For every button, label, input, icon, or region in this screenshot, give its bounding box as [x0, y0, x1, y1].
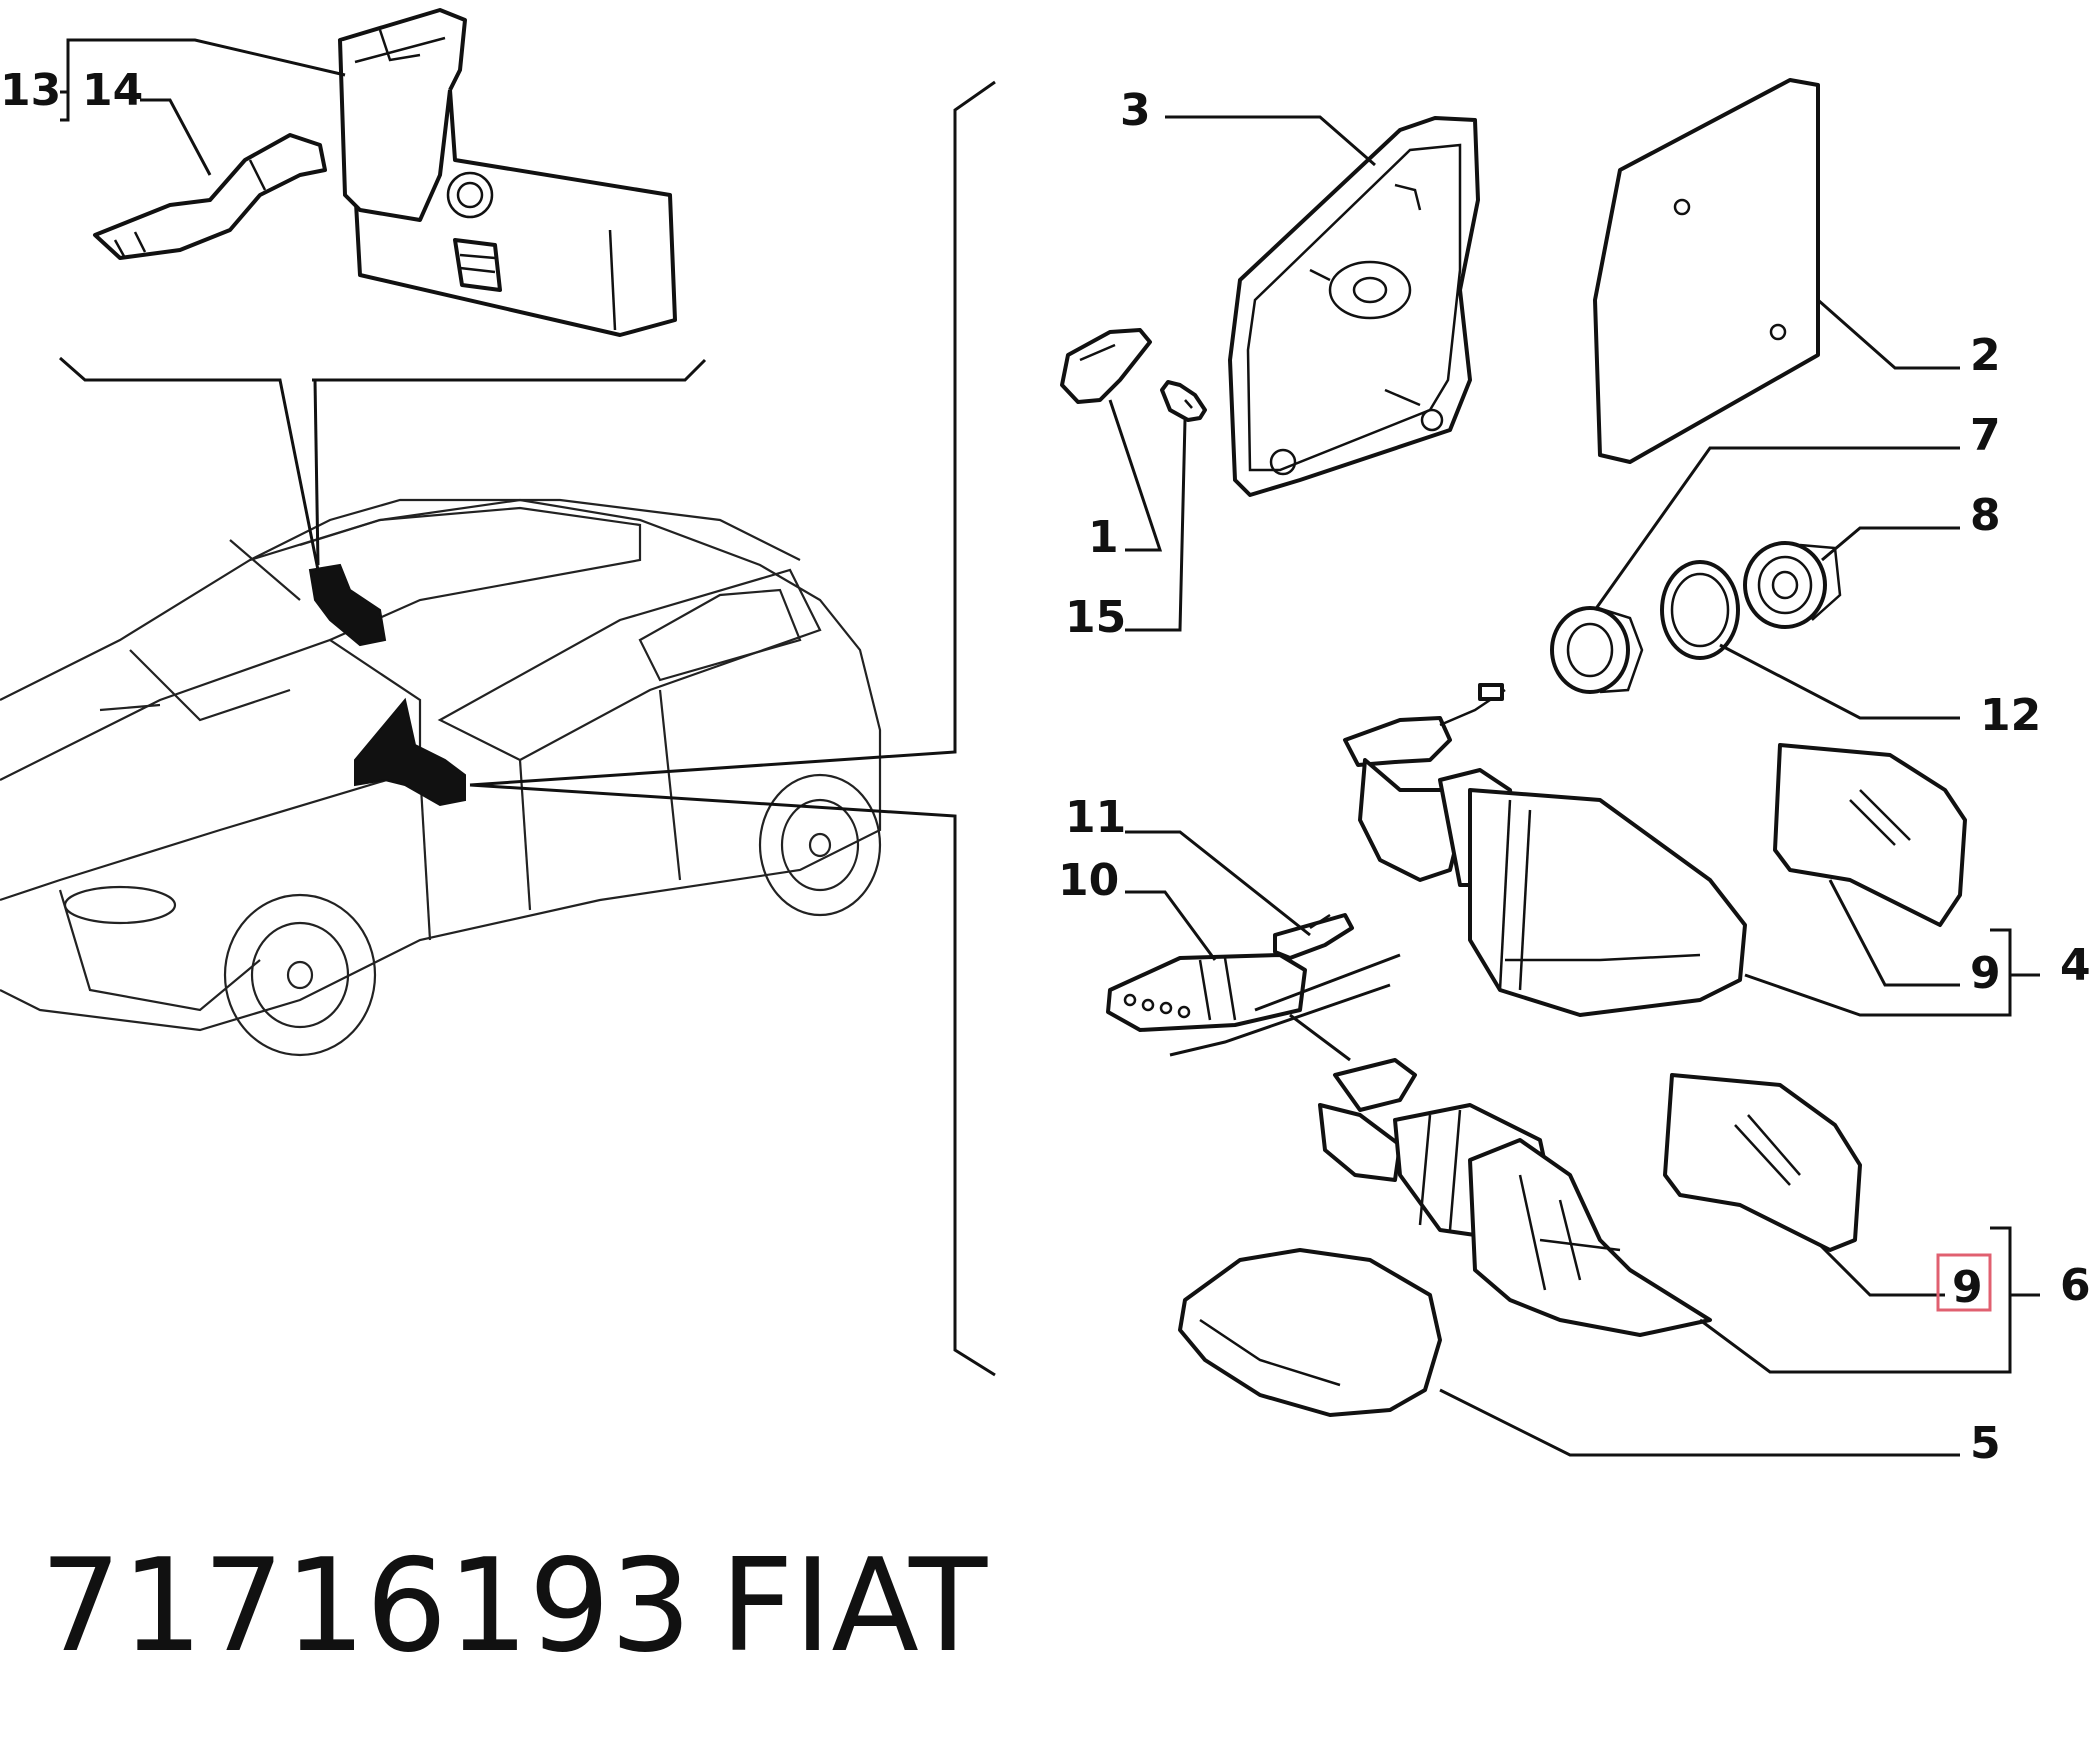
gear-8 [1743, 541, 1842, 629]
callout-13: 13 [0, 65, 61, 116]
callout-11: 11 [1065, 792, 1126, 843]
callout-9-lower: 9 [1952, 1262, 1983, 1313]
callout-12: 12 [1980, 690, 2041, 741]
cap-1 [1060, 328, 1152, 404]
pointer-lines [59, 80, 996, 1377]
callout-1: 1 [1088, 512, 1119, 563]
glass-plate-2 [1593, 78, 1820, 464]
callout-4: 4 [2060, 940, 2091, 991]
brand-label: FIAT [720, 1532, 988, 1681]
callout-8: 8 [1970, 490, 2001, 541]
callout-7: 7 [1970, 410, 2001, 461]
leader-lines [60, 38, 2040, 1457]
callout-15: 15 [1065, 592, 1126, 643]
callout-9-upper: 9 [1970, 948, 2001, 999]
highlight-box [1936, 1253, 1992, 1312]
gear-7 [1550, 606, 1644, 694]
motor-assembly-lower [1318, 1058, 1712, 1337]
part-number: 71716193 [40, 1532, 692, 1681]
cover-5 [1178, 1248, 1442, 1417]
mirror-backplate [1228, 116, 1480, 497]
callout-3: 3 [1120, 85, 1151, 136]
callout-6: 6 [2060, 1260, 2091, 1311]
mirror-glass-lower [1663, 1073, 1862, 1252]
bracket-14 [93, 133, 327, 260]
ring-12 [1660, 560, 1740, 660]
terminal-11 [1273, 913, 1354, 960]
screw-15 [1160, 380, 1207, 422]
callout-5: 5 [1970, 1418, 2001, 1469]
callout-10: 10 [1058, 855, 1119, 906]
motor-assembly-upper [1343, 683, 1747, 1017]
interior-mirror [338, 8, 677, 337]
connector-10 [1106, 953, 1307, 1032]
mirror-glass-upper [1773, 743, 1967, 927]
car-illustration [0, 498, 882, 1057]
callout-labels: 1 2 3 4 5 6 7 8 9 9 10 11 12 13 14 15 [0, 65, 2091, 1469]
callout-14: 14 [82, 65, 143, 116]
callout-2: 2 [1970, 330, 2001, 381]
